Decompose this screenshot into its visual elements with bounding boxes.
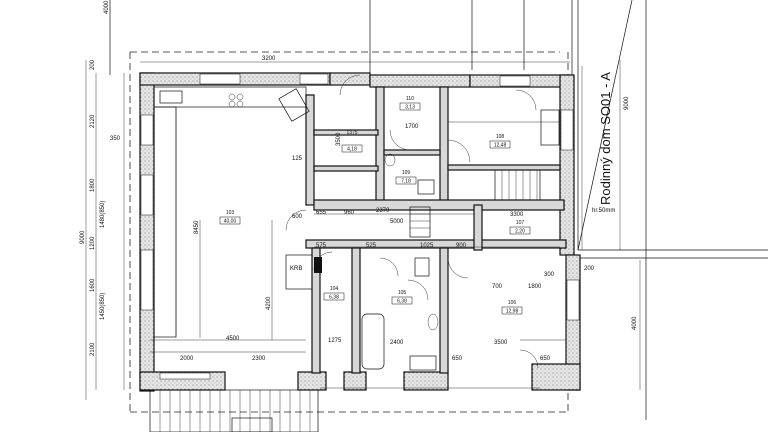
dim-left-1480: 1480(850) (100, 201, 106, 228)
dim-inner-300: 300 (544, 272, 555, 278)
dimension-lines (85, 60, 641, 400)
svg-text:12,48: 12,48 (494, 143, 507, 149)
svg-text:6,38: 6,38 (397, 299, 407, 305)
dim-top-1: 3200 (262, 56, 276, 62)
dim-bottom-2000: 2000 (180, 356, 194, 362)
dim-inner-900: 900 (456, 243, 467, 249)
dim-inner-525: 525 (366, 243, 377, 249)
room-tag-109: 109 7,18 (395, 170, 417, 185)
svg-text:105: 105 (398, 290, 407, 296)
dim-inner-960: 960 (344, 210, 355, 216)
dim-left-1450: 1450(850) (100, 293, 106, 320)
svg-text:103: 103 (226, 210, 235, 216)
svg-text:2,20: 2,20 (515, 229, 525, 235)
dim-left-1800: 1800 (90, 178, 96, 192)
svg-text:40,00: 40,00 (224, 219, 237, 225)
svg-text:108: 108 (496, 134, 505, 140)
dim-bottom-650a: 650 (452, 356, 463, 362)
dim-inner-600: 600 (292, 214, 303, 220)
dim-inner-1800: 1800 (528, 284, 542, 290)
stairs (409, 169, 541, 238)
dim-left-1200: 1200 (90, 236, 96, 250)
dim-top-4000: 4000 (104, 0, 110, 14)
terrace (149, 389, 319, 432)
dim-left-2100: 2100 (90, 342, 96, 356)
window-openings (140, 73, 580, 380)
dim-bottom-650b: 650 (540, 356, 551, 362)
bathroom-fixtures (361, 109, 560, 371)
room-tag-108: 108 12,48 (489, 134, 511, 149)
dim-inner-4500: 4500 (226, 336, 240, 342)
dim-inner-1275: 1275 (328, 338, 342, 344)
dim-bottom-3500: 3500 (494, 340, 508, 346)
room-tag-105: 105 6,38 (391, 290, 413, 305)
interior-walls (305, 86, 567, 374)
dim-inner-8450: 8450 (194, 220, 200, 234)
dim-inner-3300: 3300 (510, 212, 524, 218)
dimension-texts: 3200 4000 3500 2120 1800 1480(850) 1200 … (80, 0, 638, 362)
dim-inner-1700: 1700 (405, 124, 419, 130)
svg-text:3,13: 3,13 (405, 105, 415, 111)
dim-inner-125: 125 (292, 156, 303, 162)
svg-text:12,98: 12,98 (506, 309, 519, 315)
building-label: Rodinný dom SO01 - A (598, 72, 613, 205)
dim-left-200: 200 (90, 59, 96, 70)
svg-text:110: 110 (406, 96, 414, 102)
dim-right-200: 200 (584, 266, 595, 272)
door-swings (285, 74, 539, 369)
dim-inner-2370: 2370 (376, 208, 390, 214)
svg-text:1375: 1375 (346, 130, 357, 136)
dim-inner-655: 655 (316, 210, 327, 216)
dim-left-2120: 2120 (90, 114, 96, 128)
svg-text:107: 107 (516, 220, 525, 226)
dim-bottom-2400: 2400 (390, 340, 404, 346)
floor-note: hr.50mm (592, 208, 615, 214)
dim-left-9000: 9000 (80, 230, 86, 244)
dim-right-4000: 4000 (632, 316, 638, 330)
svg-text:6,38: 6,38 (329, 295, 339, 301)
dim-bottom-2300: 2300 (252, 356, 266, 362)
fireplace: KRB (285, 254, 322, 290)
svg-text:104: 104 (330, 286, 339, 292)
stair-label: KRB (290, 266, 302, 272)
dim-inner-4200: 4200 (266, 296, 272, 310)
room-tags: 103 40,00 104 6,38 105 6,38 106 12,98 10… (219, 96, 531, 315)
dim-inner-575: 575 (316, 243, 327, 249)
dim-inner-5000: 5000 (390, 219, 404, 225)
room-tag-104: 104 6,38 (323, 286, 345, 301)
kitchen-fixtures (153, 86, 310, 338)
dim-right-9000: 9000 (624, 96, 630, 110)
svg-text:4,18: 4,18 (347, 147, 357, 153)
room-tag-1375: 1375 4,18 (341, 130, 363, 153)
dim-inner-3500: 3500 (336, 132, 342, 146)
room-tag-110: 110 3,13 (399, 96, 421, 111)
svg-text:7,18: 7,18 (401, 179, 411, 185)
dim-inner-700: 700 (492, 284, 503, 290)
dim-inner-1025: 1025 (420, 243, 434, 249)
room-tag-107: 107 2,20 (509, 220, 531, 235)
dim-left-1600: 1600 (90, 278, 96, 292)
room-tag-106: 106 12,98 (501, 300, 523, 315)
svg-text:109: 109 (402, 170, 411, 176)
dim-inner-350: 350 (110, 136, 121, 142)
room-tag-103: 103 40,00 (219, 210, 241, 225)
svg-text:106: 106 (508, 300, 517, 306)
